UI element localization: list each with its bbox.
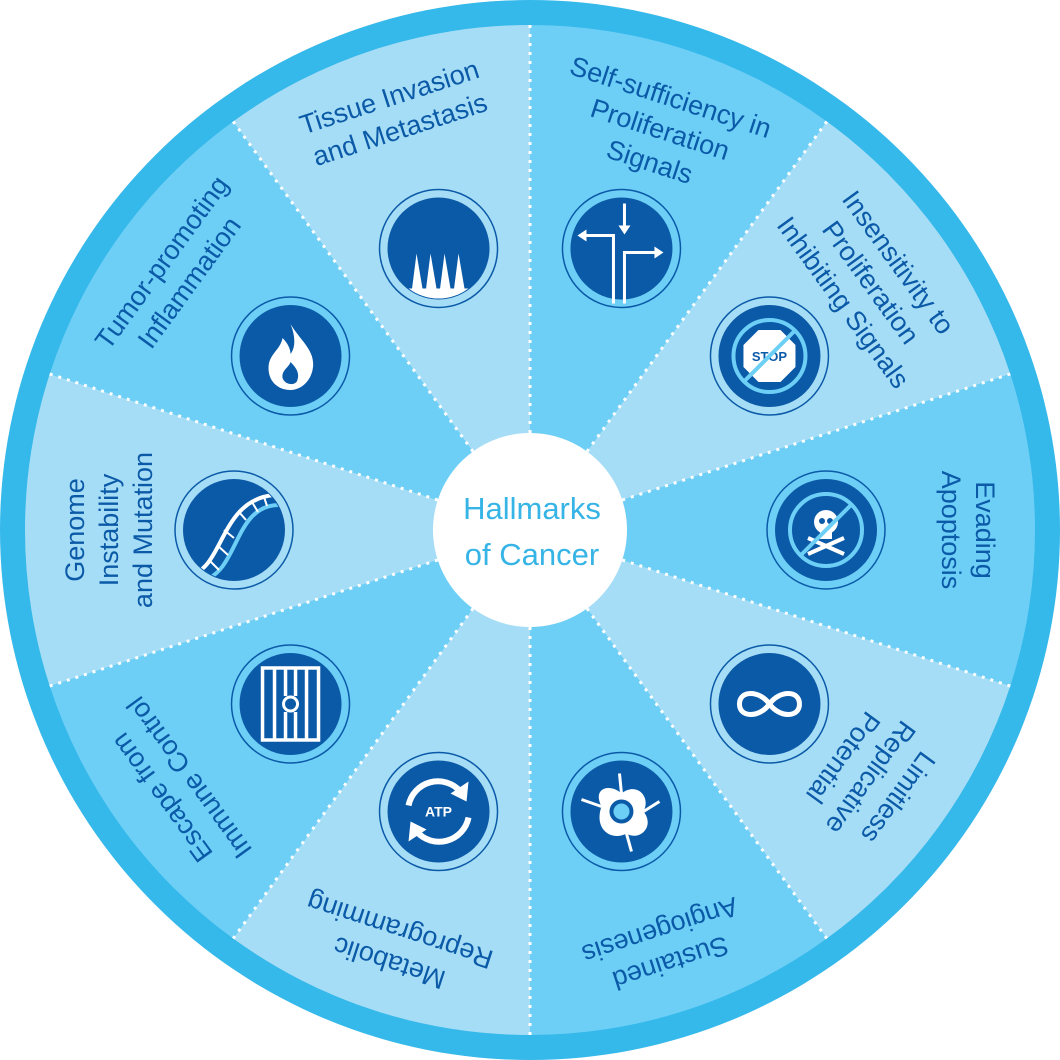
center-circle — [433, 433, 627, 627]
segment-wedge — [233, 25, 530, 530]
blood-vessel-cell-icon — [561, 751, 682, 872]
segment-wedge — [530, 25, 827, 530]
segment-label-line: Instability — [94, 473, 124, 586]
branching-arrows-icon — [561, 188, 682, 309]
segment-label-line: Apoptosis — [936, 471, 966, 590]
infinity-icon — [709, 644, 830, 764]
stop-sign-icon: STOP — [709, 296, 830, 416]
prison-bars-icon — [230, 644, 351, 764]
atp-cycle-icon: ATP — [378, 751, 499, 872]
segment-label-line: Evading — [970, 481, 1000, 579]
center-title-line-1: Hallmarks — [463, 491, 601, 526]
dna-helix-icon — [174, 470, 294, 590]
skull-crossbones-icon — [766, 470, 886, 590]
segment-label-line: and Mutation — [128, 452, 158, 608]
flame-icon — [230, 296, 351, 416]
segment-wedge — [233, 530, 530, 1035]
segment-label-line: Genome — [60, 478, 90, 582]
segment-wedge — [530, 530, 827, 1035]
center-title-line-2: of Cancer — [465, 537, 599, 572]
invasion-spikes-icon — [378, 188, 499, 309]
icon-text: ATP — [425, 804, 452, 820]
